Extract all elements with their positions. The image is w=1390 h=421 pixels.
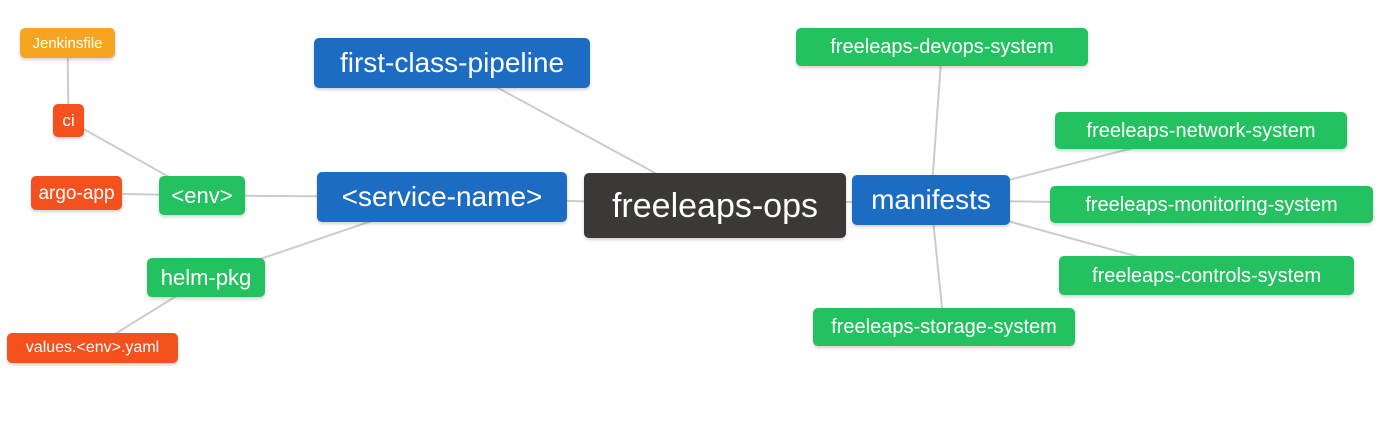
node-freeleaps-storage-system[interactable]: freeleaps-storage-system <box>813 308 1075 346</box>
node-freeleaps-monitoring-system[interactable]: freeleaps-monitoring-system <box>1050 186 1373 223</box>
node-values-env-yaml[interactable]: values.<env>.yaml <box>7 333 178 363</box>
node-freeleaps-controls-system[interactable]: freeleaps-controls-system <box>1059 256 1354 295</box>
node-ci[interactable]: ci <box>53 104 84 137</box>
node-argo-app[interactable]: argo-app <box>31 176 122 210</box>
node-helm-pkg[interactable]: helm-pkg <box>147 258 265 297</box>
node-freeleaps-ops[interactable]: freeleaps-ops <box>584 173 846 238</box>
node-service-name[interactable]: <service-name> <box>317 172 567 222</box>
node-freeleaps-network-system[interactable]: freeleaps-network-system <box>1055 112 1347 149</box>
node-freeleaps-devops-system[interactable]: freeleaps-devops-system <box>796 28 1088 66</box>
edge-manifests-to-freeleaps-devops-system <box>930 46 943 201</box>
node-jenkinsfile[interactable]: Jenkinsfile <box>20 28 115 58</box>
node-env[interactable]: <env> <box>159 176 245 215</box>
node-first-class-pipeline[interactable]: first-class-pipeline <box>314 38 590 88</box>
node-manifests[interactable]: manifests <box>852 175 1010 225</box>
